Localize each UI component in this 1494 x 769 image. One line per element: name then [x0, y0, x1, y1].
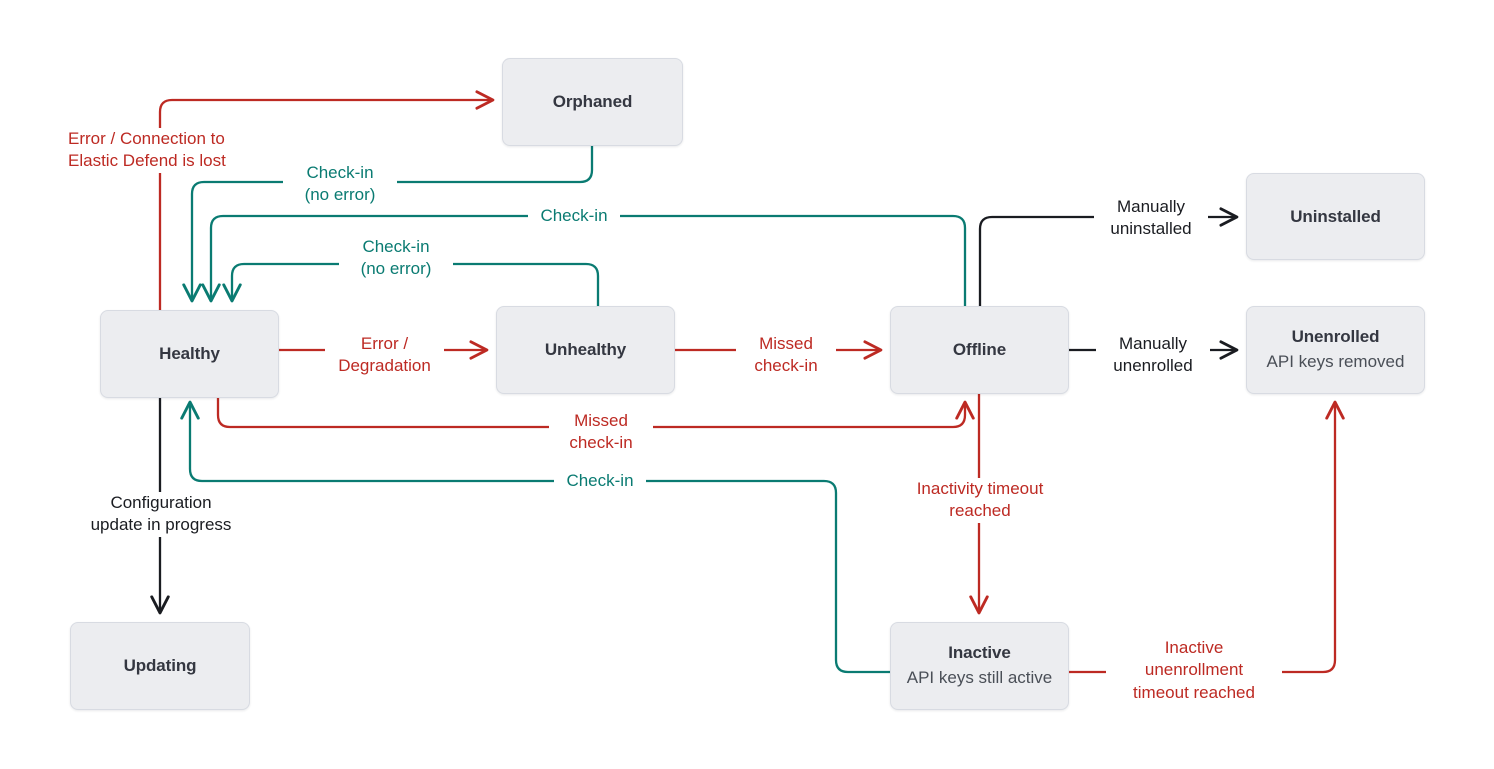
- edge-label-healthy-to-orphaned: Error / Connection to Elastic Defend is …: [62, 128, 262, 173]
- edge-inactive-to-unenrolled: [1068, 403, 1335, 674]
- edge-label-healthy-to-unhealthy: Error / Degradation: [325, 333, 444, 378]
- node-unhealthy-title: Unhealthy: [544, 340, 627, 360]
- node-healthy[interactable]: Healthy: [100, 310, 279, 398]
- node-orphaned-title: Orphaned: [552, 92, 633, 112]
- edge-label-offline-to-inactive: Inactivity timeout reached: [890, 478, 1070, 523]
- edge-label-unhealthy-to-healthy: Check-in (no error): [339, 236, 453, 281]
- node-unenrolled-subtitle: API keys removed: [1266, 351, 1405, 371]
- node-unenrolled[interactable]: Unenrolled API keys removed: [1246, 306, 1425, 394]
- node-offline[interactable]: Offline: [890, 306, 1069, 394]
- edge-label-offline-to-unenrolled: Manually unenrolled: [1096, 333, 1210, 378]
- node-offline-title: Offline: [952, 340, 1007, 360]
- edge-label-offline-to-healthy: Check-in: [528, 205, 620, 228]
- edge-label-inactive-to-healthy: Check-in: [554, 470, 646, 493]
- edge-label-healthy-to-offline: Missed check-in: [549, 410, 653, 455]
- node-updating-title: Updating: [123, 656, 197, 676]
- node-unenrolled-title: Unenrolled: [1291, 327, 1380, 347]
- node-inactive-title: Inactive: [948, 643, 1011, 663]
- edge-healthy-to-orphaned: [158, 100, 492, 310]
- node-uninstalled-title: Uninstalled: [1290, 206, 1381, 226]
- edge-label-healthy-to-updating: Configuration update in progress: [68, 492, 254, 537]
- edge-label-orphaned-to-healthy: Check-in (no error): [283, 162, 397, 207]
- edge-label-offline-to-uninstalled: Manually uninstalled: [1094, 196, 1208, 241]
- edge-inactive-to-healthy: [190, 403, 890, 674]
- node-inactive[interactable]: Inactive API keys still active: [890, 622, 1069, 710]
- edge-offline-to-healthy: [211, 214, 967, 306]
- node-unhealthy[interactable]: Unhealthy: [496, 306, 675, 394]
- node-healthy-title: Healthy: [159, 344, 220, 364]
- node-orphaned[interactable]: Orphaned: [502, 58, 683, 146]
- node-uninstalled[interactable]: Uninstalled: [1246, 173, 1425, 260]
- node-inactive-subtitle: API keys still active: [906, 667, 1053, 687]
- edge-label-inactive-to-unenrolled: Inactive unenrollment timeout reached: [1106, 637, 1282, 705]
- node-updating[interactable]: Updating: [70, 622, 250, 710]
- edge-offline-to-uninstalled: [978, 217, 1236, 306]
- edge-label-unhealthy-to-offline: Missed check-in: [736, 333, 836, 378]
